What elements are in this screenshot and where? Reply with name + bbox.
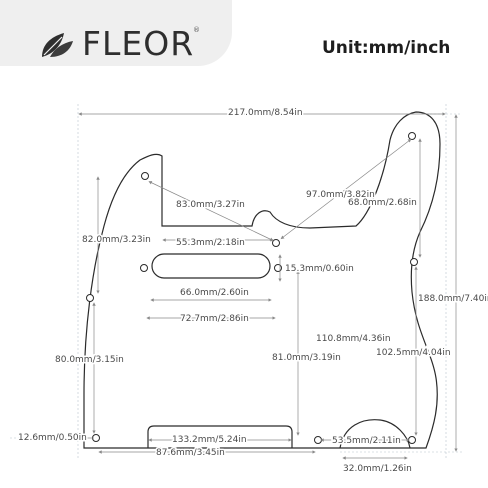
dim-pickup-span: 72.7mm/2.86in <box>180 314 249 324</box>
logo-panel <box>0 0 232 66</box>
screw-hole <box>140 264 148 272</box>
dim-right-side-upper: 68.0mm/2.68in <box>348 198 417 208</box>
dim-bottom-arc-width: 32.0mm/1.26in <box>343 464 412 474</box>
screw-holes <box>86 132 418 444</box>
leaf-logo-icon <box>42 33 73 57</box>
dimension-labels: 217.0mm/8.54in 188.0mm/7.40in 83.0mm/3.2… <box>17 107 488 476</box>
dimension-lines <box>78 112 458 460</box>
dim-pickup-slot-height: 15.3mm/0.60in <box>285 264 354 274</box>
screw-hole <box>274 264 282 272</box>
dim-overall-height: 188.0mm/7.40in <box>418 294 488 304</box>
dim-left-side-upper: 82.0mm/3.23in <box>82 235 151 245</box>
screw-hole <box>408 436 416 444</box>
bottom-cutout <box>147 425 293 448</box>
screw-hole <box>408 132 416 140</box>
dim-bottom-left-edge: 12.6mm/0.50in <box>18 433 87 443</box>
dim-upper-right-screws: 97.0mm/3.82in <box>306 190 375 200</box>
dim-neck-screw-to-notch: 83.0mm/3.27in <box>176 200 245 210</box>
unit-label: Unit:mm/inch <box>322 38 451 58</box>
bottom-arc-cutout <box>339 419 411 449</box>
dim-notch-width: 55.3mm/2.18in <box>176 238 245 248</box>
screw-hole <box>410 258 418 266</box>
dim-left-side-lower: 80.0mm/3.15in <box>55 355 124 365</box>
screw-hole <box>141 172 149 180</box>
screw-hole <box>272 239 280 247</box>
dim-center-lower: 81.0mm/3.19in <box>272 353 341 363</box>
screw-hole <box>86 294 94 302</box>
dim-center-vertical: 110.8mm/4.36in <box>316 334 391 344</box>
dim-right-side-lower: 102.5mm/4.04in <box>376 348 451 358</box>
dim-bottom-right-span: 53.5mm/2.11in <box>332 436 401 446</box>
dim-overall-width: 217.0mm/8.54in <box>228 108 303 118</box>
pickup-slot <box>151 253 271 279</box>
dim-bottom-screw-span: 87.6mm/3.45in <box>156 448 225 458</box>
pickguard-outline <box>83 111 441 449</box>
dim-bottom-cutout-width: 133.2mm/5.24in <box>172 435 247 445</box>
screw-hole <box>314 436 322 444</box>
brand-name: FLEOR <box>82 24 195 63</box>
dim-pickup-slot-width: 66.0mm/2.60in <box>180 288 249 298</box>
brand-registered-mark: ® <box>193 26 200 34</box>
